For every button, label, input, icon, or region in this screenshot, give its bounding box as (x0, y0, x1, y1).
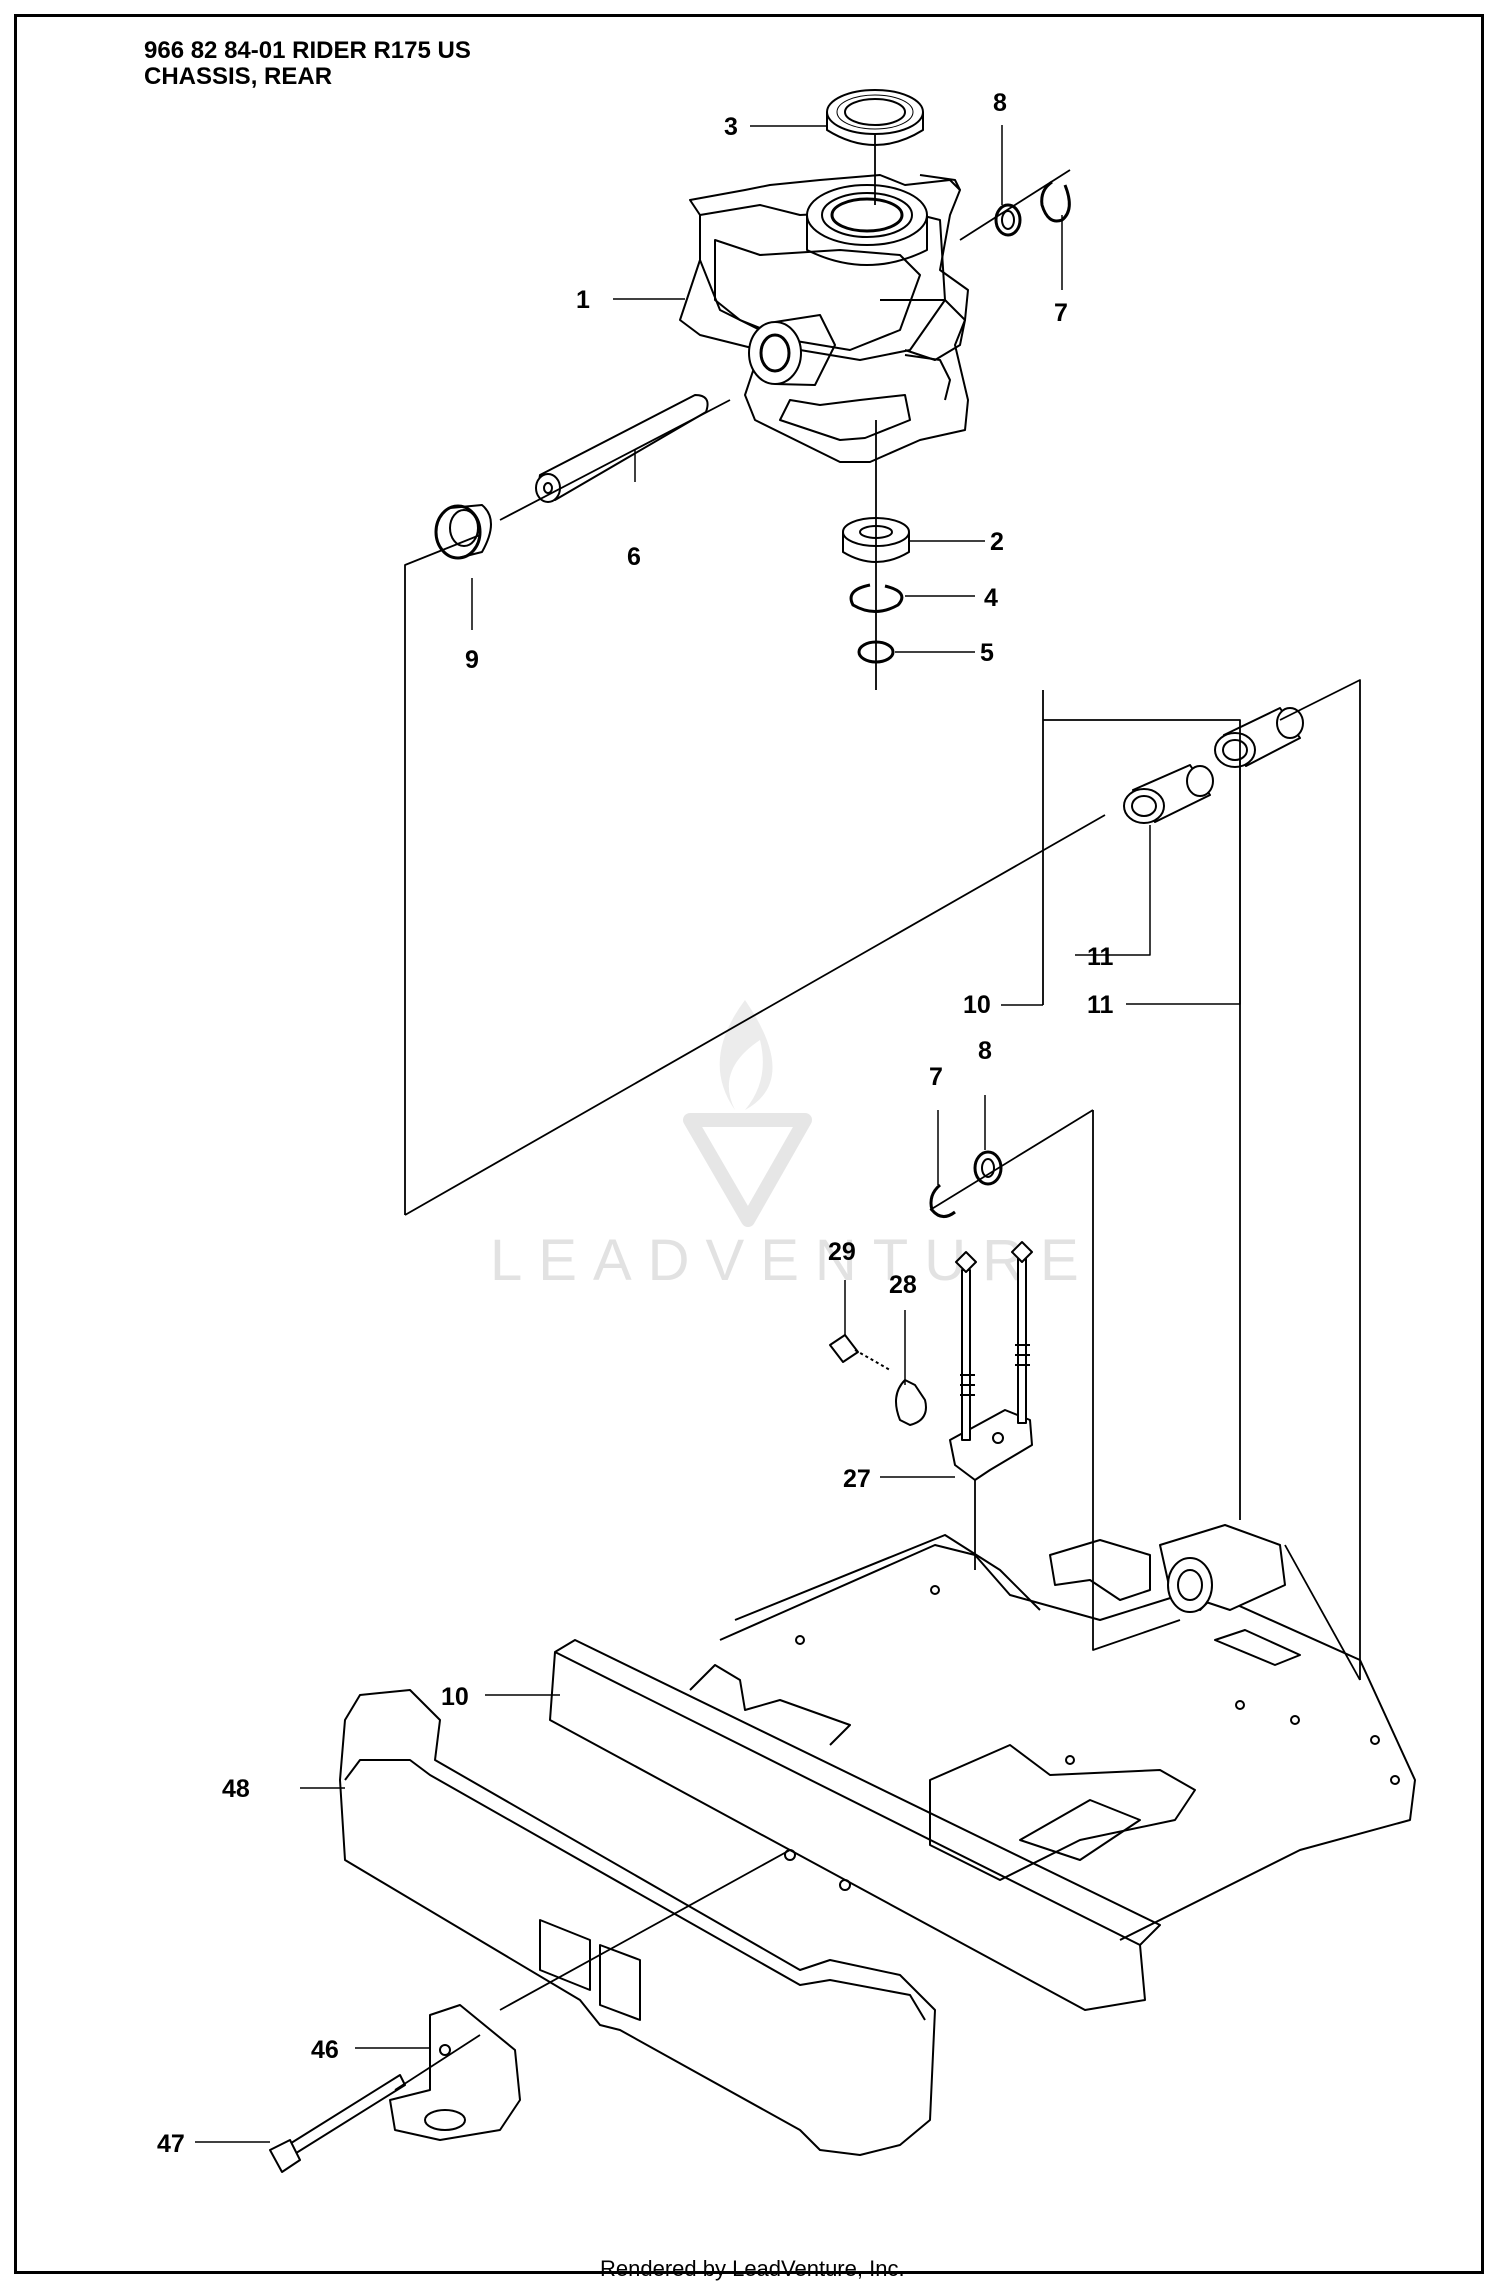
section-title: CHASSIS, REAR (144, 63, 333, 90)
alignment-lines (394, 135, 1361, 2091)
hitch-bolt (269, 2074, 406, 2173)
callout-part-10-frame[interactable]: 10 (441, 1683, 469, 1711)
callout-part-11-a[interactable]: 11 (1087, 943, 1114, 971)
bushing-b (1214, 707, 1304, 768)
hitch-plate (389, 2004, 521, 2141)
rear-frame (549, 1524, 1416, 2011)
washer-lower (973, 1150, 1003, 1186)
callout-part-27[interactable]: 27 (843, 1465, 871, 1493)
callout-part-7-top[interactable]: 7 (1054, 299, 1068, 327)
callout-part-5[interactable]: 5 (980, 639, 994, 667)
callout-part-3[interactable]: 3 (724, 113, 738, 141)
callout-part-6[interactable]: 6 (627, 543, 641, 571)
callout-part-4[interactable]: 4 (984, 584, 998, 612)
model-line: 966 82 84-01 RIDER R175 US (144, 37, 471, 64)
rear-bumper (339, 1689, 936, 2156)
watermark-text: LEADVENTURE (490, 1228, 1095, 1293)
steering-housing (679, 174, 969, 463)
circlip-top (1040, 180, 1071, 223)
callout-part-28[interactable]: 28 (889, 1271, 917, 1299)
callout-part-7-lower[interactable]: 7 (929, 1063, 943, 1091)
title-block: 966 82 84-01 RIDER R175 US CHASSIS, REAR (144, 38, 471, 90)
hose-clip (895, 1379, 927, 1426)
bracket (949, 1241, 1033, 1481)
callout-leaders (195, 125, 1241, 2143)
callout-part-1[interactable]: 1 (576, 286, 590, 314)
callout-part-11-b[interactable]: 11 (1087, 991, 1114, 1019)
small-bolt (829, 1334, 891, 1371)
callout-part-48[interactable]: 48 (222, 1775, 250, 1803)
watermark: LEADVENTURE (490, 1000, 1095, 1293)
top-bearing (826, 89, 924, 146)
footer-credit: Rendered by LeadVenture, Inc. (600, 2256, 905, 2281)
callout-part-2[interactable]: 2 (990, 528, 1004, 556)
diagram-frame (14, 14, 1484, 2274)
callout-part-9[interactable]: 9 (465, 646, 479, 674)
bushing-a (1123, 764, 1214, 824)
pivot-pin (535, 394, 709, 503)
callout-part-46[interactable]: 46 (311, 2036, 339, 2064)
callout-part-8-lower[interactable]: 8 (978, 1037, 992, 1065)
pivot-seal (434, 504, 492, 560)
callout-part-8-top[interactable]: 8 (993, 89, 1007, 117)
callout-part-10-top[interactable]: 10 (963, 991, 991, 1019)
callout-part-29[interactable]: 29 (828, 1238, 856, 1266)
callout-part-47[interactable]: 47 (157, 2130, 185, 2158)
circlip-lower (929, 1183, 956, 1218)
